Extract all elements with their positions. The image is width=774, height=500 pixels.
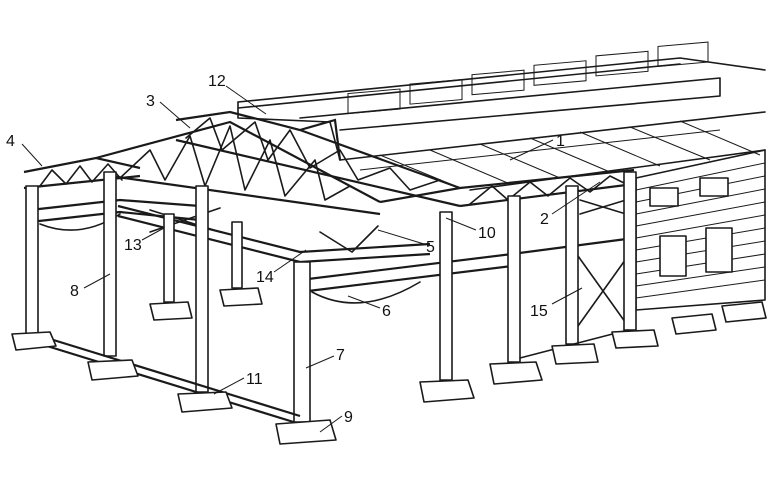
rear-roof-truss xyxy=(175,110,461,208)
callout-1: 1 xyxy=(556,133,565,150)
callout-8: 8 xyxy=(70,283,79,300)
callout-leaders xyxy=(21,85,601,433)
callout-7: 7 xyxy=(336,347,345,364)
skylight-windows xyxy=(347,41,709,115)
callout-5: 5 xyxy=(426,239,435,256)
callout-13: 13 xyxy=(124,237,142,254)
callout-6: 6 xyxy=(382,303,391,320)
ground-beams xyxy=(33,329,629,426)
rear-building xyxy=(237,41,767,335)
callout-15: 15 xyxy=(530,303,548,320)
foundations xyxy=(11,287,659,445)
main-frame xyxy=(11,110,659,445)
roof-panels xyxy=(339,111,766,191)
callout-11: 11 xyxy=(246,371,263,388)
callout-9: 9 xyxy=(344,409,353,426)
callout-2: 2 xyxy=(540,211,549,228)
wall-cladding xyxy=(635,149,766,311)
callout-12: 12 xyxy=(208,73,226,90)
callout-10: 10 xyxy=(478,225,496,242)
callout-14: 14 xyxy=(256,269,274,286)
callout-3: 3 xyxy=(146,93,155,110)
intermediate-truss xyxy=(379,168,635,208)
callout-4: 4 xyxy=(6,133,15,150)
front-roof-truss xyxy=(23,120,381,216)
columns xyxy=(25,171,637,423)
callout-labels: 1 2 3 4 5 6 7 8 9 10 11 12 13 14 15 xyxy=(6,73,565,426)
